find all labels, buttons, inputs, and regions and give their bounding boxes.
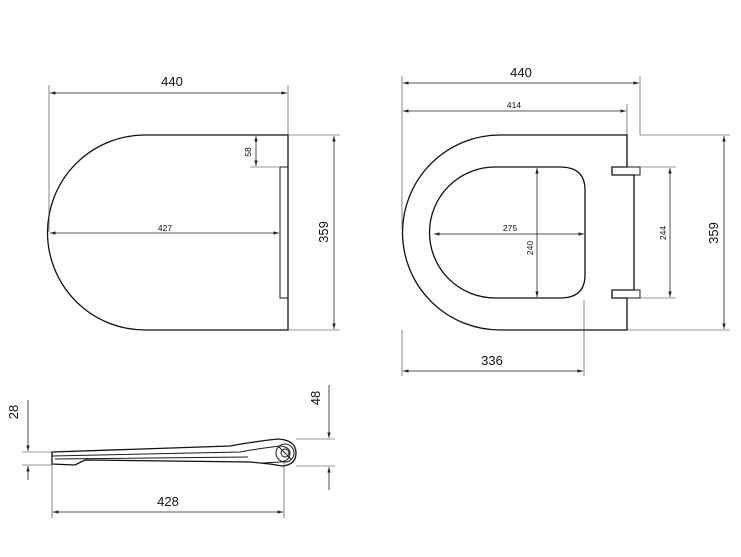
side-hinge-outer (275, 443, 295, 463)
side-hinge-pin (280, 448, 290, 458)
dim-label-top-359: 359 (316, 221, 331, 243)
top-view: 440 427 58 359 (46, 74, 340, 331)
dim-label-bottom-414: 414 (507, 100, 521, 110)
dim-label-bottom-240: 240 (525, 241, 535, 255)
dim-label-side-428: 428 (157, 494, 179, 509)
side-view: 28 48 428 (6, 385, 335, 518)
side-lid-profile (51, 438, 297, 467)
lid-hinge-edge (279, 135, 289, 330)
dim-label-top-440: 440 (161, 74, 183, 89)
seat-outline (401, 134, 635, 331)
dim-label-bottom-440: 440 (510, 65, 532, 80)
dim-label-bottom-359: 359 (706, 222, 721, 244)
bottom-view: 440 414 275 240 244 359 336 (401, 65, 730, 376)
lid-outline (46, 134, 289, 331)
dim-label-bottom-244: 244 (658, 226, 668, 240)
dim-label-top-427: 427 (158, 223, 172, 233)
seat-hinge-posts (612, 166, 641, 299)
side-seat-profile (51, 445, 291, 464)
dim-label-side-48: 48 (308, 391, 323, 405)
dim-label-top-58: 58 (243, 147, 253, 157)
seat-opening (428, 166, 586, 299)
dim-label-bottom-336: 336 (481, 353, 503, 368)
dim-label-bottom-275: 275 (503, 223, 517, 233)
dim-label-side-28: 28 (6, 405, 21, 419)
